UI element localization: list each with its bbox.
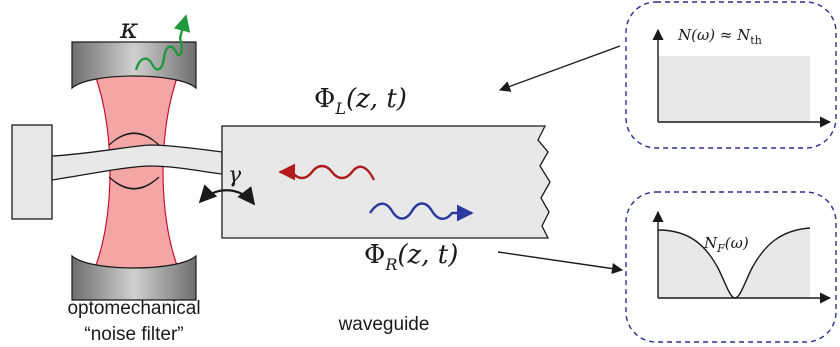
filtered-spectrum-fill xyxy=(658,228,810,298)
filter-caption-line2: “noise filter” xyxy=(84,324,183,345)
gamma-coupling-arrow xyxy=(198,184,256,206)
cavity-wavefronts xyxy=(108,132,160,190)
kappa-label: κ xyxy=(119,12,138,45)
bottom-inset-frame xyxy=(625,191,837,343)
bottom-mirror xyxy=(71,254,197,301)
phi-right-label: ΦR(z, t) xyxy=(364,240,458,274)
arrow-to-top-inset xyxy=(498,45,621,92)
top-inset-label: N(ω) ≈ Nth xyxy=(677,26,762,47)
kappa-photon-wave xyxy=(134,14,191,71)
bottom-inset-label: NF(ω) xyxy=(703,234,749,255)
left-moving-wave xyxy=(278,163,376,181)
top-inset-thermal-spectrum: N(ω) ≈ Nth xyxy=(625,1,837,149)
waveguide-caption: waveguide xyxy=(338,314,430,335)
phi-left-label: ΦL(z, t) xyxy=(314,84,407,118)
right-moving-wave xyxy=(369,202,474,222)
arrow-to-bottom-inset xyxy=(497,251,624,275)
filter-caption-line1: optomechanical xyxy=(67,298,200,319)
waveguide xyxy=(221,125,551,239)
thermal-spectrum-fill xyxy=(658,56,810,122)
support-block xyxy=(11,124,53,220)
bottom-inset-filtered-spectrum: NF(ω) xyxy=(625,191,837,343)
gamma-label: γ xyxy=(228,163,242,188)
